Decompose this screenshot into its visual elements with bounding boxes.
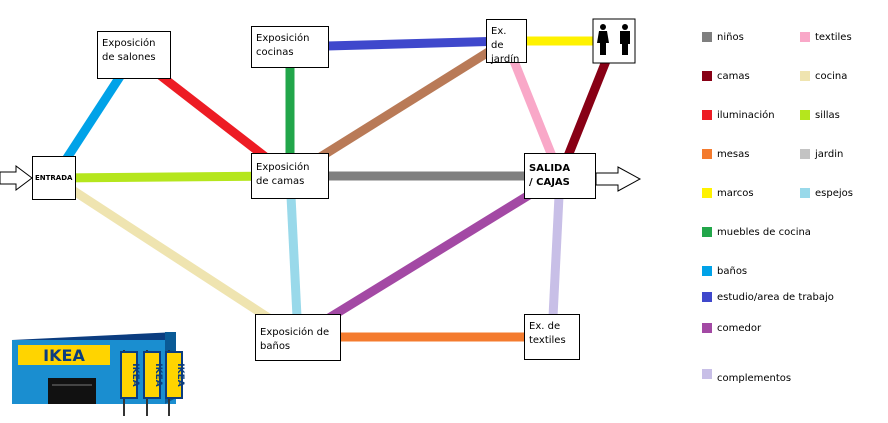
legend-item: niños bbox=[702, 30, 744, 44]
legend-label: cocina bbox=[815, 70, 848, 82]
node-jardin: Ex. de jardín bbox=[486, 19, 527, 65]
legend-label: muebles de cocina bbox=[717, 226, 811, 238]
legend-label: baños bbox=[717, 265, 748, 277]
legend-label: niños bbox=[717, 31, 744, 43]
legend-item: baños bbox=[702, 264, 747, 278]
node-salida: SALIDA / CAJAS bbox=[524, 153, 596, 199]
legend-swatch bbox=[800, 188, 810, 198]
legend-item: complementos bbox=[702, 367, 792, 384]
node-camas: Exposición de camas bbox=[251, 153, 329, 199]
store-sign-text: IKEA bbox=[43, 346, 85, 365]
legend-item: marcos bbox=[702, 186, 754, 200]
legend-swatch bbox=[800, 71, 810, 81]
legend-item: jardin bbox=[800, 147, 843, 161]
legend-swatch bbox=[800, 149, 810, 159]
legend-swatch bbox=[702, 71, 712, 81]
entrance-arrow bbox=[0, 165, 33, 191]
legend-item: estudio/area de trabajo bbox=[702, 290, 834, 304]
legend-swatch bbox=[800, 32, 810, 42]
legend-swatch bbox=[702, 149, 712, 159]
legend-swatch bbox=[702, 227, 712, 237]
legend-label: iluminación bbox=[717, 109, 775, 121]
legend-item: textiles bbox=[800, 30, 852, 44]
exit-arrow bbox=[595, 166, 642, 192]
legend-item: sillas bbox=[800, 108, 840, 122]
connection-salida-textiles bbox=[547, 175, 565, 338]
node-salones: Exposición de salones bbox=[97, 31, 171, 79]
legend-swatch bbox=[702, 266, 712, 276]
ikea-store-logo: IKEA IKEA IKEA IKEA bbox=[12, 332, 185, 416]
legend-label: estudio/area de trabajo bbox=[717, 291, 834, 303]
legend-swatch bbox=[702, 110, 712, 120]
legend-swatch bbox=[702, 188, 712, 198]
node-entrada: ENTRADA bbox=[32, 156, 76, 200]
legend-swatch bbox=[702, 369, 712, 379]
legend-label: marcos bbox=[717, 187, 754, 199]
legend-item: comedor bbox=[702, 321, 761, 335]
legend-label: mesas bbox=[717, 148, 750, 160]
legend-label: comedor bbox=[717, 322, 762, 334]
svg-text:IKEA: IKEA bbox=[153, 363, 163, 386]
node-cocinas: Exposición cocinas bbox=[251, 26, 329, 68]
legend-item: espejos bbox=[800, 186, 853, 200]
node-banos: Exposición de baños bbox=[255, 314, 341, 361]
svg-text:IKEA: IKEA bbox=[130, 363, 140, 386]
connection-entrada-banos bbox=[51, 174, 301, 341]
legend-label: camas bbox=[717, 70, 750, 82]
legend-label: jardin bbox=[815, 148, 844, 160]
node-textiles: Ex. de textiles bbox=[524, 314, 580, 360]
legend-swatch bbox=[702, 292, 712, 302]
flag-3: IKEA bbox=[165, 350, 185, 416]
flag-2: IKEA bbox=[143, 350, 163, 416]
legend-swatch bbox=[702, 32, 712, 42]
legend-label: sillas bbox=[815, 109, 840, 121]
legend-swatch bbox=[702, 323, 712, 333]
connection-banos-salida bbox=[295, 172, 563, 341]
connection-camas-banos bbox=[285, 175, 303, 338]
legend-label: textiles bbox=[815, 31, 852, 43]
legend-item: mesas bbox=[702, 147, 749, 161]
legend-item: cocina bbox=[800, 69, 847, 83]
legend-label: complementos bbox=[717, 372, 792, 384]
flag-1: IKEA bbox=[120, 350, 140, 416]
legend-item: muebles de cocina bbox=[702, 225, 811, 239]
connections-layer bbox=[50, 36, 619, 342]
legend-label: espejos bbox=[815, 187, 853, 199]
svg-text:IKEA: IKEA bbox=[175, 363, 185, 386]
legend-item: camas bbox=[702, 69, 750, 83]
legend-swatch bbox=[800, 110, 810, 120]
connection-entrada-camas bbox=[53, 171, 291, 183]
restroom-icon bbox=[592, 18, 636, 64]
legend-item: iluminación bbox=[702, 108, 775, 122]
